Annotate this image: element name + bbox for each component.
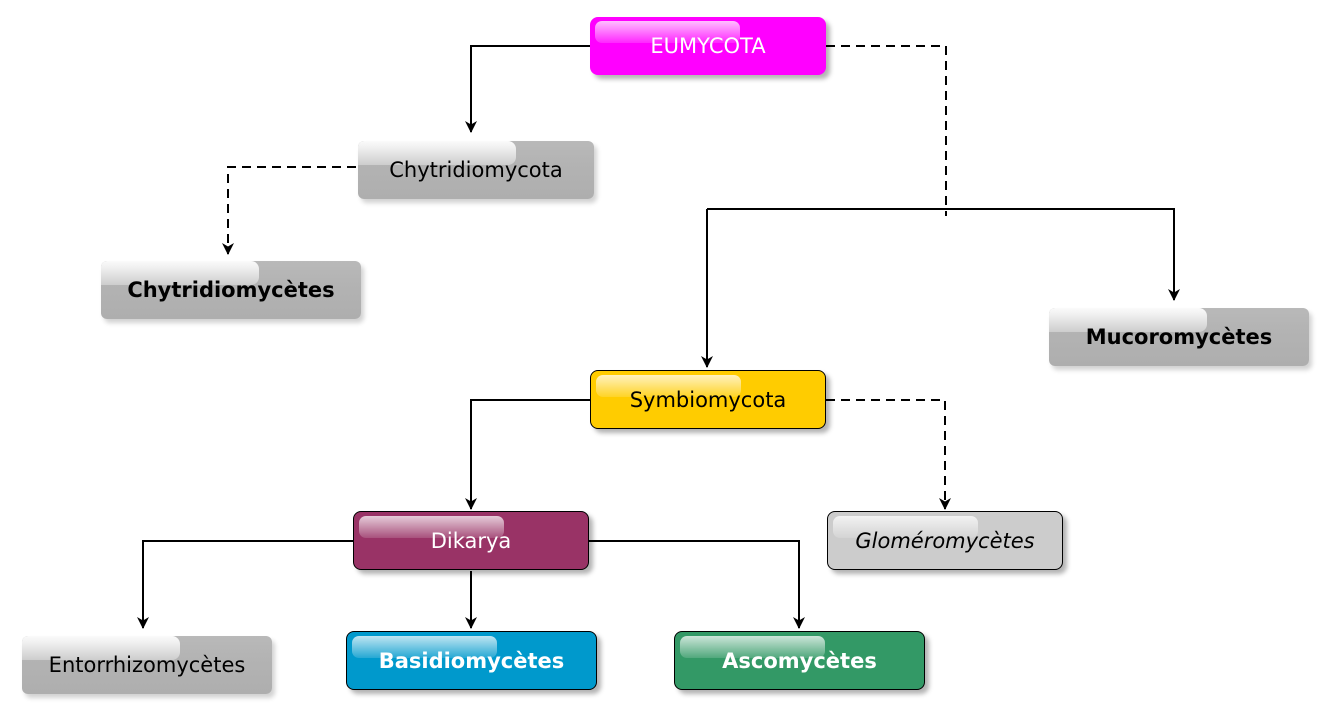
edge-symbiomycota-glomeromycetes <box>826 399 951 510</box>
edge-symbiomycota-dikarya <box>465 399 590 510</box>
node-ascomycetes: Ascomycètes <box>674 631 925 690</box>
node-basidiomycetes-label: Basidiomycètes <box>378 648 565 673</box>
node-entorrhizomycetes: Entorrhizomycètes <box>22 636 272 694</box>
edge-branch-mucoromycetes <box>707 208 1180 301</box>
node-mucoromycetes-label: Mucoromycètes <box>1085 325 1273 349</box>
node-glomeromycetes: Gloméromycètes <box>827 511 1063 570</box>
node-symbiomycota: Symbiomycota <box>590 370 826 429</box>
edge-dikarya-ascomycetes <box>589 540 805 629</box>
edge-dikarya-entorrhizomycetes <box>137 540 353 629</box>
node-chytridiomycota: Chytridiomycota <box>358 141 594 199</box>
node-glomeromycetes-label: Gloméromycètes <box>855 528 1035 553</box>
node-mucoromycetes: Mucoromycètes <box>1049 308 1309 366</box>
node-eumycota: EUMYCOTA <box>590 17 826 75</box>
node-chytridiomycetes-label: Chytridiomycètes <box>127 278 335 302</box>
node-symbiomycota-label: Symbiomycota <box>629 387 787 412</box>
node-dikarya-label: Dikarya <box>430 528 512 553</box>
node-eumycota-label: EUMYCOTA <box>650 34 766 58</box>
node-chytridiomycetes: Chytridiomycètes <box>101 261 361 319</box>
node-dikarya: Dikarya <box>353 511 589 570</box>
node-ascomycetes-label: Ascomycètes <box>722 648 877 673</box>
node-chytridiomycota-label: Chytridiomycota <box>389 158 563 182</box>
edge-eumycota-branch <box>826 45 947 216</box>
edge-chytridiomycota-chytridiomycetes <box>222 166 356 255</box>
node-basidiomycetes: Basidiomycètes <box>346 631 597 690</box>
edge-eumycota-chytridiomycota <box>465 45 590 133</box>
node-entorrhizomycetes-label: Entorrhizomycètes <box>48 653 246 677</box>
